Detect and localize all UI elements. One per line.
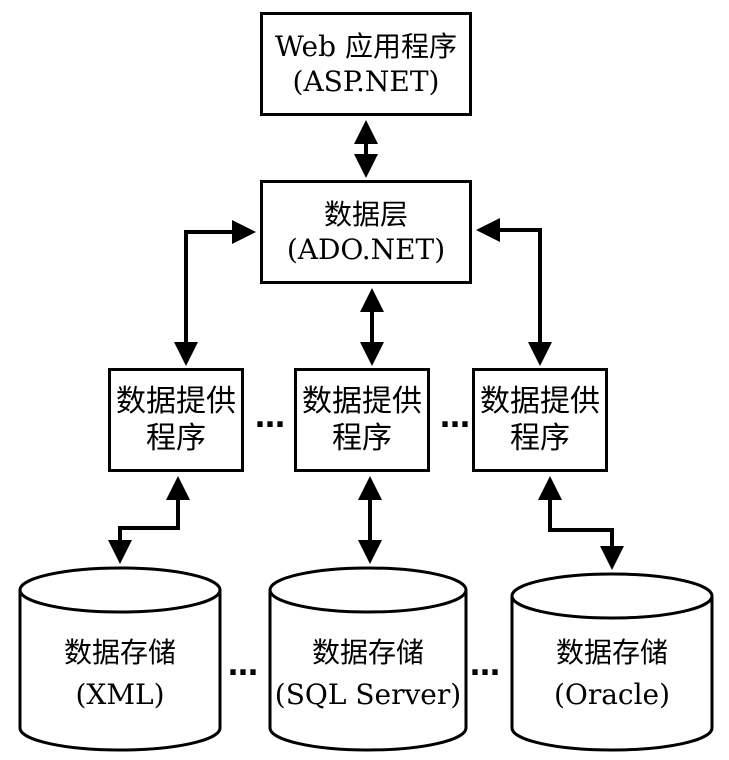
provider-label-line1: 数据提供 bbox=[480, 383, 600, 419]
storage-label-xml: 数据存储 (XML) bbox=[20, 632, 220, 716]
ellipsis-providers-1: … bbox=[255, 400, 286, 435]
data-provider-box-1: 数据提供 程序 bbox=[108, 368, 244, 472]
storage-type: (XML) bbox=[75, 678, 165, 711]
provider-label-line1: 数据提供 bbox=[302, 383, 422, 419]
ellipsis-providers-2: … bbox=[440, 400, 471, 435]
data-provider-box-2: 数据提供 程序 bbox=[294, 368, 430, 472]
storage-cylinder-oracle bbox=[510, 572, 714, 752]
provider-label-line2: 程序 bbox=[510, 421, 570, 456]
storage-label-oracle: 数据存储 (Oracle) bbox=[512, 632, 712, 716]
provider-label-line2: 程序 bbox=[332, 421, 392, 456]
arrow-data-provider-1 bbox=[174, 220, 256, 366]
ellipsis-stores-2: … bbox=[470, 648, 501, 683]
arrow-data-provider-3 bbox=[476, 218, 552, 366]
data-layer-tech: (ADO.NET) bbox=[286, 233, 446, 266]
provider-label-line1: 数据提供 bbox=[116, 383, 236, 419]
arrow-provider-3-store bbox=[538, 476, 624, 570]
storage-type: (Oracle) bbox=[553, 678, 671, 711]
arrow-provider-1-store bbox=[108, 476, 190, 564]
web-application-box: Web 应用程序 (ASP.NET) bbox=[260, 12, 472, 116]
data-layer-title: 数据层 bbox=[323, 198, 408, 231]
storage-cylinder-sql-server bbox=[268, 566, 468, 752]
storage-label-sql-server: 数据存储 (SQL Server) bbox=[270, 632, 466, 716]
storage-title: 数据存储 bbox=[555, 636, 668, 669]
storage-title: 数据存储 bbox=[311, 636, 424, 669]
data-layer-box: 数据层 (ADO.NET) bbox=[260, 180, 472, 284]
provider-label-line2: 程序 bbox=[146, 421, 206, 456]
data-provider-box-3: 数据提供 程序 bbox=[472, 368, 608, 472]
app-tech: (ASP.NET) bbox=[292, 65, 440, 98]
ellipsis-stores-1: … bbox=[228, 648, 259, 683]
storage-title: 数据存储 bbox=[63, 636, 176, 669]
storage-type: (SQL Server) bbox=[274, 678, 462, 711]
storage-cylinder-xml bbox=[18, 566, 222, 752]
app-title: Web 应用程序 bbox=[275, 30, 457, 63]
